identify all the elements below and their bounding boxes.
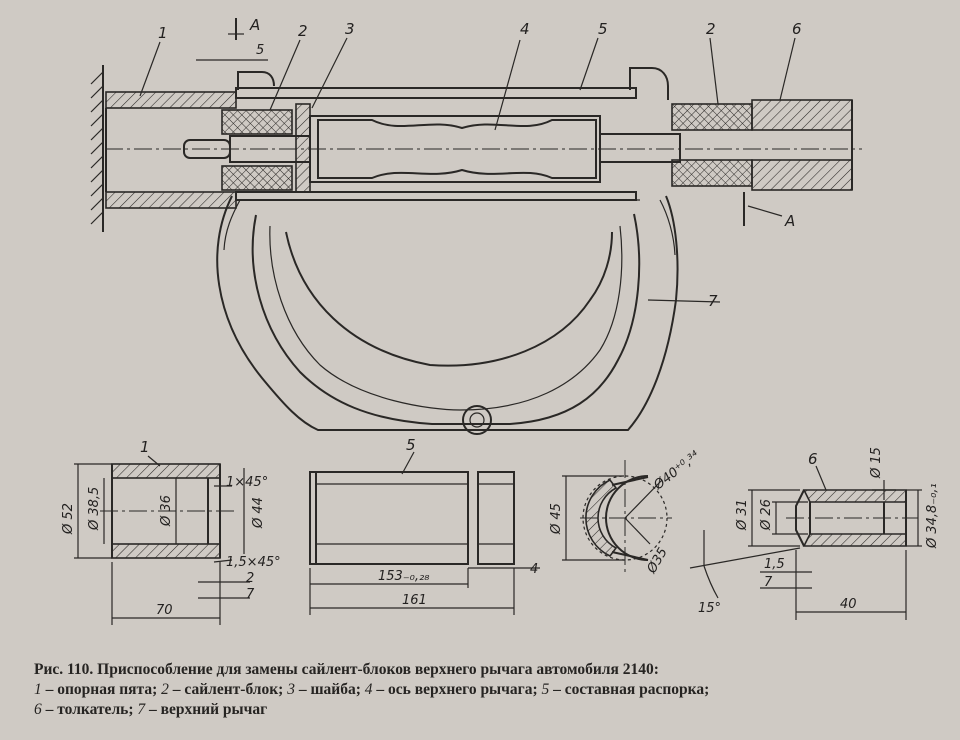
dim-161: 161 <box>402 593 427 608</box>
dim-1-5: 1,5 <box>764 557 785 572</box>
legend-text-2: – сайлент-блок; <box>168 681 288 698</box>
legend-num-4: 4 <box>364 681 373 698</box>
washer-part-3 <box>295 103 311 193</box>
caption-legend-line-2: 6 – толкатель; 7 – верхний рычаг <box>34 700 944 720</box>
dim-chamfer-1: 1×45° <box>226 475 268 490</box>
dim-d34-8: Ø 34,8₋₀,₁ <box>925 483 940 549</box>
callout-4: 4 <box>520 20 530 38</box>
legend-text-3: – шайба; <box>294 681 365 698</box>
legend-num-1: 1 <box>34 681 42 698</box>
detail-pusher: 6 Ø 31 Ø 26 Ø 15 Ø 34,8₋₀,₁ 1,5 7 40 <box>689 447 940 620</box>
detail-support-heel: 1 Ø 52 Ø 38,5 Ø 36 1×45° Ø 44 1,5×45° 2 … <box>61 438 281 625</box>
legend-num-6: 6 <box>34 701 42 718</box>
detail-5-label: 5 <box>406 436 416 454</box>
dim-4: 4 <box>530 562 538 577</box>
dim-d26: Ø 26 <box>759 499 774 531</box>
legend-num-7: 7 <box>137 701 146 718</box>
legend-text-5: – составная распорка; <box>549 681 710 698</box>
dim-15-deg: 15° <box>698 601 721 616</box>
pusher-part-6 <box>751 99 853 191</box>
legend-text-4: – ось верхнего рычага; <box>372 681 542 698</box>
detail-spacer: 5 153₋₀,₂₈ 161 4 <box>309 436 540 615</box>
dim-d38-5: Ø 38,5 <box>87 487 102 531</box>
dim-d35: Ø35 <box>644 545 671 577</box>
dim-70: 70 <box>156 603 173 618</box>
wall-hatching <box>90 71 104 225</box>
silent-block-right-bottom <box>671 159 753 187</box>
dim-2: 2 <box>246 571 254 586</box>
detail-cross-section: Ø 45 Ø40⁺⁰,³⁴ Ø35 15° <box>549 448 721 616</box>
silent-block-right-top <box>671 103 753 131</box>
silent-block-left-top <box>221 109 293 135</box>
legend-num-2: 2 <box>161 681 169 698</box>
main-assembly-view: 1 2 3 4 5 2 6 7 A A 5 <box>90 16 862 435</box>
dim-d52: Ø 52 <box>61 503 76 535</box>
support-heel-part-1 <box>105 91 237 209</box>
dim-40: 40 <box>840 597 857 612</box>
dim-d44: Ø 44 <box>251 497 266 529</box>
dim-7-pusher: 7 <box>764 575 773 590</box>
dim-d45: Ø 45 <box>549 503 564 535</box>
callout-3: 3 <box>345 20 355 38</box>
silent-block-left-bottom <box>221 165 293 191</box>
caption-legend: 1 – опорная пята; 2 – сайлент-блок; 3 – … <box>34 680 944 700</box>
legend-num-5: 5 <box>541 681 550 698</box>
legend-text-6: – толкатель; <box>41 701 138 718</box>
spacer-part-5 <box>235 67 669 201</box>
callout-leaders <box>139 37 796 303</box>
dim-chamfer-1-5: 1,5×45° <box>226 555 281 570</box>
caption-title: Рис. 110. Приспособление для замены сайл… <box>34 661 659 678</box>
legend-num-3: 3 <box>287 681 295 698</box>
legend-text-1: – опорная пята; <box>41 681 162 698</box>
callout-2-right: 2 <box>706 20 716 38</box>
callout-2-left: 2 <box>298 22 308 40</box>
gap-dimension: 5 <box>256 43 264 58</box>
figure-caption: Рис. 110. Приспособление для замены сайл… <box>34 660 944 720</box>
callout-1: 1 <box>158 24 168 42</box>
dim-153: 153₋₀,₂₈ <box>378 569 429 584</box>
dim-7: 7 <box>246 587 255 602</box>
callout-6: 6 <box>792 20 802 38</box>
callout-5: 5 <box>598 20 608 38</box>
detail-1-label: 1 <box>140 438 150 456</box>
legend-text-7: – верхний рычаг <box>145 701 268 718</box>
dim-d36: Ø 36 <box>159 495 174 527</box>
dim-d31: Ø 31 <box>735 499 750 531</box>
callout-7: 7 <box>708 292 718 310</box>
section-label-bottom: A <box>784 212 795 230</box>
upper-arm-part-7 <box>216 195 679 435</box>
section-label-top: A <box>249 16 260 34</box>
detail-6-label: 6 <box>808 450 818 468</box>
dim-d40: Ø40⁺⁰,³⁴ <box>650 448 703 494</box>
dim-d15: Ø 15 <box>869 447 884 479</box>
